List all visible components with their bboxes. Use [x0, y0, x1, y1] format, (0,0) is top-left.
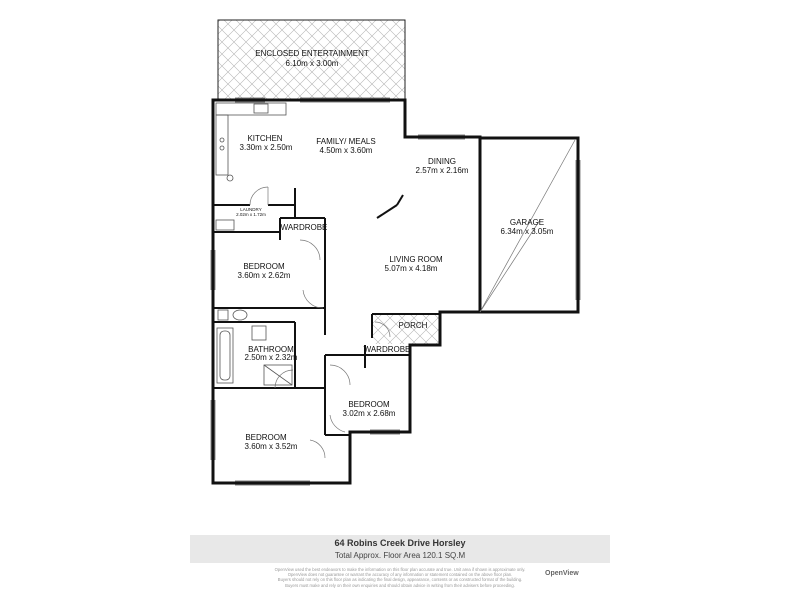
plan-footer: 64 Robins Creek Drive Horsley Total Appr… — [190, 535, 610, 563]
family-meals-size: 4.50m x 3.60m — [320, 146, 373, 155]
property-address: 64 Robins Creek Drive Horsley — [334, 538, 466, 548]
bedroom-1-size: 3.60m x 2.62m — [238, 271, 291, 280]
disclaimer: OpenView used the best endeavors to make… — [230, 567, 570, 588]
toilet-icon — [217, 309, 229, 321]
laundry-tub — [215, 219, 235, 231]
door-swings — [249, 139, 576, 459]
enclosed-entertainment-name: ENCLOSED ENTERTAINMENT — [255, 49, 369, 58]
family-meals-name: FAMILY/ MEALS — [316, 137, 375, 146]
dining-name: DINING — [428, 157, 456, 166]
vanity-icon — [251, 325, 267, 341]
floor-area: Total Approx. Floor Area 120.1 SQ.M — [334, 551, 466, 560]
bedroom-3-size: 3.60m x 3.52m — [245, 442, 298, 451]
disclaimer-line: OpenView does not guarantee or warrant t… — [287, 572, 513, 578]
kitchen-bench — [215, 102, 287, 116]
interior-walls — [213, 110, 481, 436]
enclosed-entertainment-area — [217, 19, 406, 101]
fixtures — [215, 102, 293, 386]
porch-area — [372, 314, 440, 344]
garage-name: GARAGE — [510, 218, 544, 227]
disclaimer-line: OpenView used the best endeavors to make… — [274, 567, 526, 572]
bedroom-2-size: 3.02m x 2.68m — [343, 409, 396, 418]
wardrobe-1-name: WARDROBE — [281, 223, 328, 232]
walls — [211, 98, 580, 485]
garage-size: 6.34m x 3.05m — [501, 227, 554, 236]
room-labels: ENCLOSED ENTERTAINMENT 6.10m x 3.00m KIT… — [236, 49, 554, 451]
laundry-size: 2.02m x 1.72m — [236, 212, 266, 217]
windows — [210, 97, 581, 486]
bathroom-name: BATHROOM — [248, 345, 294, 354]
bedroom-3-name: BEDROOM — [245, 433, 287, 442]
kitchen-size: 3.30m x 2.50m — [240, 143, 293, 152]
laundry-name: LAUNDRY — [240, 207, 261, 212]
bathroom-size: 2.50m x 2.32m — [245, 353, 298, 362]
kitchen-sink — [253, 103, 269, 114]
kitchen-name: KITCHEN — [247, 134, 282, 143]
wardrobe-2-name: WARDROBE — [364, 345, 411, 354]
disclaimer-line: Buyers should not rely on this floor pla… — [277, 577, 523, 583]
bedroom-1-name: BEDROOM — [243, 262, 285, 271]
dining-size: 2.57m x 2.16m — [416, 166, 469, 175]
living-room-name: LIVING ROOM — [389, 255, 443, 264]
living-room-size: 5.07m x 4.18m — [385, 264, 438, 273]
porch-name: PORCH — [399, 321, 428, 330]
shower-icon — [263, 364, 293, 386]
bedroom-2-name: BEDROOM — [348, 400, 390, 409]
brand-logo: OpenView — [545, 570, 579, 577]
cooktop-icon — [219, 137, 225, 143]
enclosed-entertainment-size: 6.10m x 3.00m — [286, 59, 339, 68]
bath-icon — [216, 327, 234, 384]
disclaimer-line: Buyers must make and rely on their own e… — [285, 582, 515, 588]
